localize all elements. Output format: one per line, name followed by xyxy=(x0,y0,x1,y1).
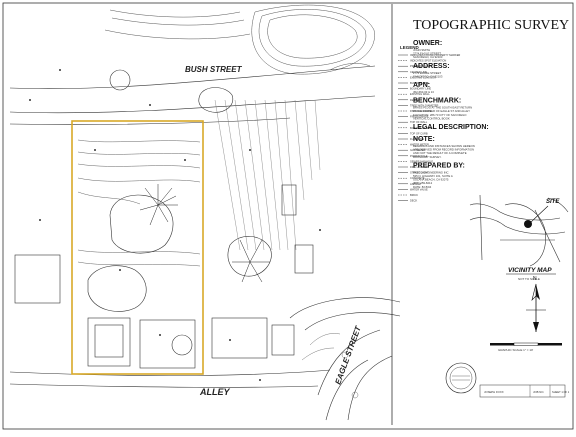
property-boundary xyxy=(71,120,204,375)
section-heading: NOTE: xyxy=(413,136,435,143)
section-line: BRASS PLUG AT THE SOUTH EAST RETURN xyxy=(413,106,472,110)
legend-item: SEWER MANHOLE xyxy=(410,159,433,163)
legend-item: WATER METER xyxy=(410,143,429,147)
vicinity-site-label: SITE xyxy=(546,199,560,205)
legend-item: FINISH SURFACE xyxy=(410,109,432,113)
project-owner-cell: JOSEPH FOXX xyxy=(484,390,504,394)
legend-item: EXISTING CONTOUR xyxy=(410,75,436,79)
legend-item: ASPHALT xyxy=(410,182,422,186)
lot-contours xyxy=(77,139,201,267)
street-label-bush: BUSH STREET xyxy=(185,65,243,74)
legend-title: LEGEND xyxy=(400,45,420,50)
graphic-scale: GRAPHIC SCALE 1" = 10' xyxy=(490,342,562,352)
section-line: (858) 259-8212 xyxy=(413,181,433,185)
engineer-seal xyxy=(445,362,477,394)
section-line: PASCO ENGINEERING INC xyxy=(413,170,449,174)
section-line: ARE DERIVED FROM RECORD INFORMATION xyxy=(413,148,474,152)
legend-item: FLOW LINE xyxy=(410,137,424,141)
legend-item: TREE WITH DIAMETER xyxy=(410,103,439,107)
site-leader-line xyxy=(530,205,549,223)
section-line: AND NOT THE RESULT OF A COMPLETE xyxy=(413,151,467,155)
section-heading: OWNER: xyxy=(413,40,442,47)
legend-item: TOP OF WALL xyxy=(410,120,428,124)
trees xyxy=(87,69,272,356)
legend-item: WATER VALVE xyxy=(410,187,428,191)
structures xyxy=(14,184,314,369)
section-heading: PREPARED BY: xyxy=(413,162,465,169)
section-heading: BENCHMARK: xyxy=(413,98,461,105)
section-line: BEARINGS AND DISTANCES SHOWN HEREON xyxy=(413,144,475,148)
section-line: 535 N. HIGHWAY 101, SUITE A xyxy=(413,174,453,178)
legend-item: CONCRETE xyxy=(410,176,425,180)
legend: LEGEND INDICATES FOUND PROPERTY MARKER IN… xyxy=(398,45,460,203)
legend-item: BUILDING LINE xyxy=(410,81,429,85)
section-line: VERTICAL CONTROL BOOK xyxy=(413,116,450,120)
vicinity-map-subtitle: NOT TO SCALE xyxy=(518,277,540,281)
legend-item: EXISTING WALL xyxy=(410,92,430,96)
hill-contours xyxy=(104,4,375,75)
section-line: IN THE CORNER OF EAGLE ST AND ALLEY xyxy=(413,109,470,113)
vicinity-site-marker xyxy=(524,220,532,228)
section-line: 2774 EAGLE STREET xyxy=(413,52,441,56)
vicinity-map-title: VICINITY MAP xyxy=(508,267,552,274)
legend-item: POWER POLE xyxy=(410,154,428,158)
legend-item: FENCE xyxy=(410,98,419,102)
north-arrow: N xyxy=(526,276,546,332)
project-box: JOSEPH FOXX JOB NO. SHEET 1 OF 1 xyxy=(479,384,570,398)
bush-street-lines xyxy=(9,65,376,125)
sheet-border xyxy=(2,2,574,430)
legend-item: BRICK xyxy=(410,193,418,197)
legend-item: CENTER LINE xyxy=(410,70,427,74)
project-job-cell: JOB NO. xyxy=(533,390,544,394)
section-line: SAN DIEGO, CA 92103 xyxy=(413,74,443,78)
legend-item: PROPERTY LINE xyxy=(410,64,431,68)
legend-item: BOUNDARY LINE xyxy=(410,87,431,91)
spot-elevations xyxy=(29,69,321,381)
legend-item: BOTTOM OF WALL xyxy=(410,126,434,130)
slope-hatching xyxy=(214,99,321,251)
street-label-alley: ALLEY xyxy=(199,387,230,397)
legend-item: FINISH GRADE xyxy=(410,115,429,119)
section-line: SAN DIEGO, CA 92103 xyxy=(413,55,443,59)
section-line: ELEVATION: 286.73 CITY OF SAN DIEGO xyxy=(413,113,467,117)
section-line: SOLANA BEACH, CA 92075 xyxy=(413,178,449,182)
alley-eagle-lines xyxy=(9,297,401,421)
street-label-eagle: EAGLE STREET xyxy=(333,324,363,386)
scale-label: GRAPHIC SCALE 1" = 10' xyxy=(498,348,534,352)
legend-item: FIRE HYDRANT xyxy=(410,165,430,169)
section-line: DATE: 8/15/04 xyxy=(413,185,432,189)
vicinity-map xyxy=(469,194,569,267)
title-block-heading: TOPOGRAPHIC SURVEY xyxy=(413,18,569,33)
project-sheet-cell: SHEET 1 OF 1 xyxy=(552,390,570,394)
section-heading: ADDRESS: xyxy=(413,63,450,70)
legend-item: DECK xyxy=(410,199,417,203)
section-line: BOUNDARY SURVEY. xyxy=(413,155,442,159)
section-line: 2774 EAGLE STREET xyxy=(413,71,441,75)
legend-item: STREET LIGHT xyxy=(410,171,429,175)
curb-returns xyxy=(301,333,359,399)
section-heading: APN: xyxy=(413,82,430,89)
legend-item: INDICATES FOUND PROPERTY MARKER xyxy=(410,53,460,57)
north-arrow-label: N xyxy=(533,276,537,282)
section-heading: LEGAL DESCRIPTION: xyxy=(413,124,489,131)
section-line: 452-660-03 & 13 xyxy=(413,90,434,94)
legend-item: TOP OF CURB xyxy=(410,131,428,135)
legend-item: INDICATES SPOT ELEVATION xyxy=(410,59,446,63)
section-line: JOHN SMITH xyxy=(413,48,430,52)
tree-canopy-rays xyxy=(139,184,270,283)
legend-item: GAS METER xyxy=(410,148,425,152)
